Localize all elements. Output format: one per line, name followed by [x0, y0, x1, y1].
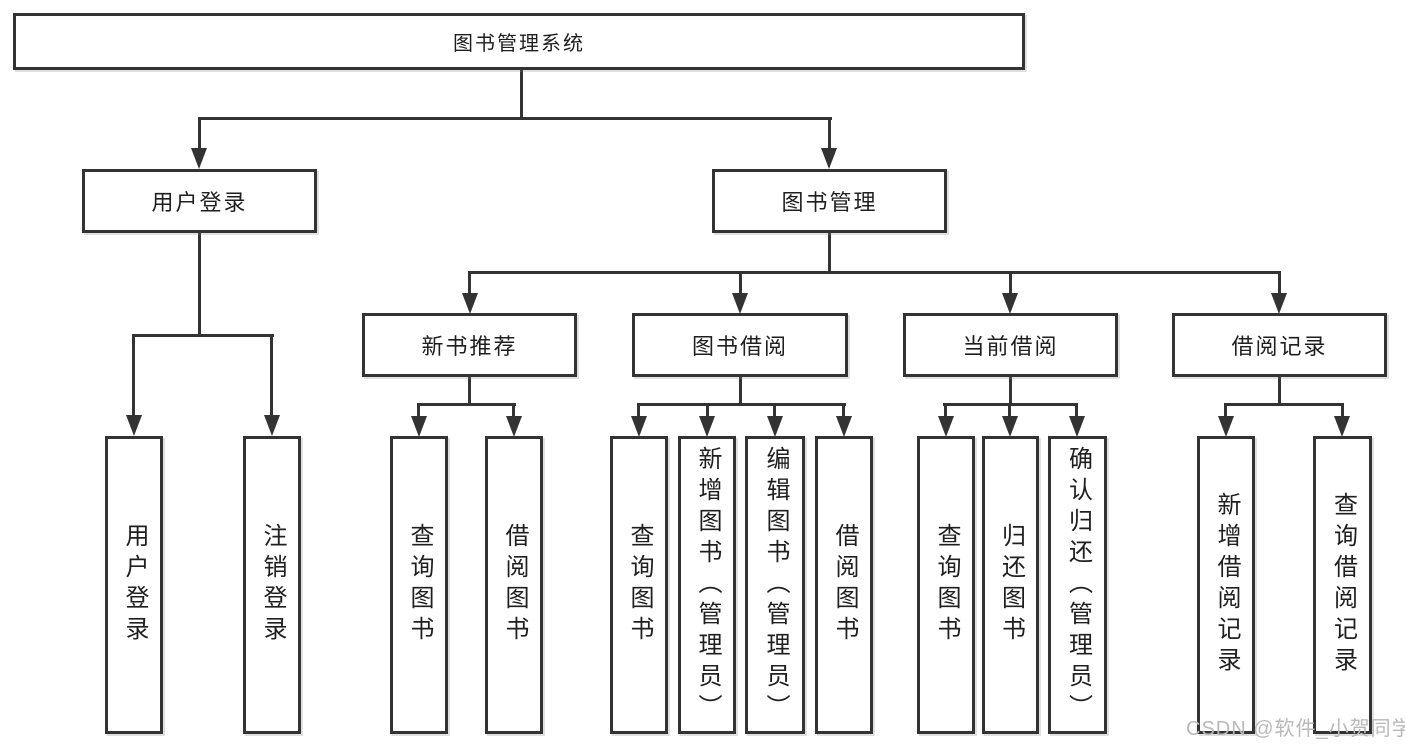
connector-line	[198, 117, 832, 120]
arrow-down-icon	[1271, 293, 1287, 314]
arrow-down-icon	[767, 416, 783, 437]
leaf-query-books-3: 查询图书	[917, 436, 975, 734]
connector-line	[1009, 377, 1012, 406]
connector-line	[1224, 405, 1227, 417]
node-label: 新书推荐	[421, 334, 518, 359]
arrow-down-icon	[191, 148, 207, 169]
node-label: 当前借阅	[962, 334, 1059, 359]
leaf-query-books-2: 查询图书	[610, 436, 668, 734]
node-book-borrow: 图书借阅	[632, 313, 848, 377]
connector-line	[828, 119, 831, 150]
connector-line	[417, 403, 516, 406]
connector-line	[739, 377, 742, 406]
leaf-edit-book-admin: 编辑图书（管理员）	[745, 436, 805, 734]
leaf-label: 借阅图书	[501, 523, 528, 647]
connector-line	[739, 273, 742, 295]
node-label: 借阅记录	[1231, 334, 1328, 359]
connector-line	[1278, 377, 1281, 406]
leaf-return-book: 归还图书	[982, 436, 1039, 734]
arrow-down-icon	[1334, 416, 1350, 437]
connector-line	[417, 405, 420, 417]
arrow-down-icon	[938, 416, 954, 437]
leaf-label: 借阅图书	[831, 523, 858, 647]
node-root: 图书管理系统	[13, 13, 1025, 70]
connector-line	[1278, 273, 1281, 295]
leaf-label: 注销登录	[259, 523, 286, 647]
leaf-label: 查询图书	[933, 523, 960, 647]
connector-line	[773, 405, 776, 417]
connector-line	[1341, 405, 1344, 417]
leaf-label: 新增借阅记录	[1213, 492, 1240, 678]
leaf-label: 查询图书	[406, 523, 433, 647]
connector-line	[1075, 405, 1078, 417]
leaf-logout: 注销登录	[243, 436, 301, 734]
connector-line	[944, 405, 947, 417]
connector-line	[468, 271, 1281, 274]
connector-line	[706, 405, 709, 417]
leaf-add-borrow-record: 新增借阅记录	[1197, 436, 1255, 734]
arrow-down-icon	[821, 148, 837, 169]
connector-line	[132, 334, 274, 337]
watermark: CSDN @软件_小贺同学	[1186, 718, 1405, 740]
arrow-down-icon	[126, 415, 142, 436]
connector-line	[1008, 405, 1011, 417]
arrow-down-icon	[264, 415, 280, 436]
arrow-down-icon	[1069, 416, 1085, 437]
node-label: 用户登录	[151, 190, 248, 215]
arrow-down-icon	[411, 416, 427, 437]
arrow-down-icon	[732, 293, 748, 314]
leaf-user-login: 用户登录	[105, 436, 163, 734]
leaf-borrow-books-2: 借阅图书	[815, 436, 873, 734]
leaf-add-book-admin: 新增图书（管理员）	[678, 436, 736, 734]
leaf-label: 确认归还（管理员）	[1064, 445, 1092, 725]
leaf-borrow-books-1: 借阅图书	[485, 436, 543, 734]
connector-line	[828, 233, 831, 274]
leaf-query-borrow-record: 查询借阅记录	[1313, 436, 1372, 734]
leaf-label: 归还图书	[997, 523, 1025, 647]
node-label: 图书管理系统	[453, 33, 585, 55]
connector-line	[1009, 273, 1012, 295]
arrow-down-icon	[836, 416, 852, 437]
arrow-down-icon	[506, 416, 522, 437]
connector-line	[637, 403, 846, 406]
leaf-label: 新增图书（管理员）	[694, 445, 721, 725]
connector-line	[1224, 403, 1344, 406]
connector-line	[637, 405, 640, 417]
node-borrow-records: 借阅记录	[1172, 313, 1387, 377]
leaf-confirm-return-admin: 确认归还（管理员）	[1048, 436, 1107, 734]
connector-line	[468, 377, 471, 406]
node-user-login: 用户登录	[82, 169, 317, 233]
arrow-down-icon	[462, 293, 478, 314]
node-new-book-recommend: 新书推荐	[362, 313, 577, 377]
leaf-query-books-1: 查询图书	[390, 436, 448, 734]
arrow-down-icon	[631, 416, 647, 437]
node-book-management: 图书管理	[712, 169, 947, 233]
connector-line	[198, 119, 201, 150]
leaf-label: 用户登录	[121, 523, 148, 647]
connector-line	[468, 273, 471, 295]
arrow-down-icon	[699, 416, 715, 437]
arrow-down-icon	[1218, 416, 1234, 437]
leaf-label: 查询图书	[626, 523, 653, 647]
node-current-borrow: 当前借阅	[903, 313, 1118, 377]
connector-line	[198, 233, 201, 337]
arrow-down-icon	[1002, 293, 1018, 314]
arrow-down-icon	[1002, 416, 1018, 437]
node-label: 图书管理	[781, 190, 878, 215]
connector-line	[270, 336, 273, 416]
connector-line	[132, 336, 135, 416]
connector-line	[943, 403, 1078, 406]
leaf-label: 编辑图书（管理员）	[762, 445, 789, 725]
connector-line	[512, 405, 515, 417]
leaf-label: 查询借阅记录	[1329, 492, 1357, 678]
connector-line	[842, 405, 845, 417]
connector-line	[520, 70, 523, 119]
node-label: 图书借阅	[691, 334, 788, 359]
